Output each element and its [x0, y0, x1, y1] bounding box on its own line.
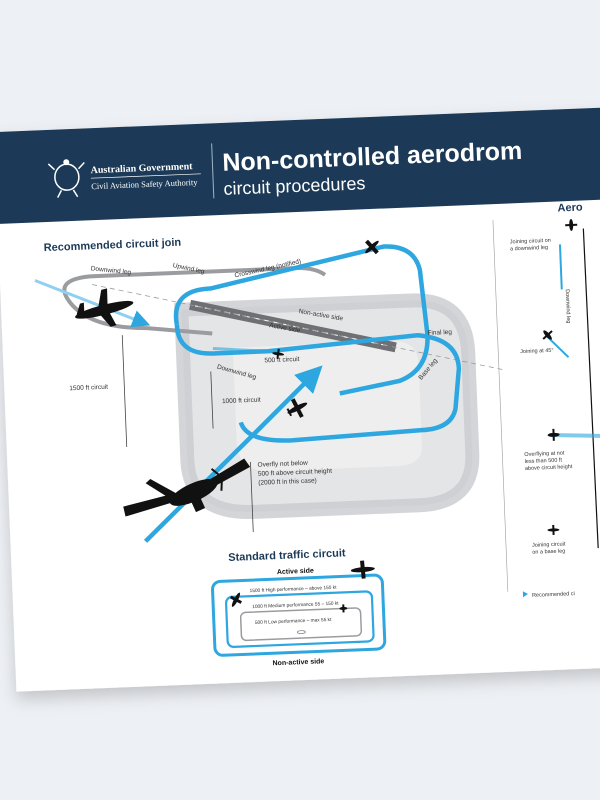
aircraft-join-icon — [286, 398, 308, 418]
label-overfly-3: (2000 ft in this case) — [258, 477, 317, 486]
large-aircraft-icon — [123, 458, 251, 517]
blue-circuit-lower — [174, 324, 462, 443]
rp-aircraft-1-icon — [565, 218, 578, 231]
join-path-grey-lower — [66, 298, 213, 336]
rp-aircraft-2-icon — [542, 330, 553, 340]
aircraft-low-icon — [339, 604, 348, 613]
join-path-grey — [62, 266, 327, 301]
height-1000-line — [210, 371, 214, 429]
standard-circuit-heading: Standard traffic circuit — [228, 547, 346, 564]
header-band — [0, 106, 600, 224]
label-1000: 1000 ft circuit — [222, 397, 261, 406]
row-1500: 1500 ft High performance – above 150 kt — [250, 585, 338, 595]
height-1500-line — [121, 335, 128, 448]
row-500: 500 ft Low performance – max 55 kt — [255, 617, 332, 626]
active-side-track — [212, 346, 269, 353]
aircraft-crosswind-icon — [365, 239, 379, 255]
header-divider — [90, 173, 201, 179]
label-final: Final leg — [427, 329, 452, 337]
coat-of-arms-icon — [47, 159, 85, 198]
rp-base-2: on a base leg — [532, 548, 565, 555]
runway-mini — [296, 630, 306, 635]
label-500: 500 ft circuit — [264, 356, 299, 364]
aircraft-small-icon — [272, 348, 285, 359]
rp-base-1: Joining circuit — [532, 541, 566, 548]
rp-overfly-1: Overflying at not — [524, 450, 565, 458]
rp-downwind-track — [558, 244, 563, 290]
legend-arrow-icon — [522, 591, 528, 598]
rp-aircraft-3-icon — [547, 428, 560, 441]
approach-arrow — [34, 279, 151, 328]
lower-circuit-inner — [232, 341, 422, 472]
rp-downwind-1: Joining circuit on — [510, 238, 551, 246]
circuit-500-box — [239, 607, 363, 642]
circuit-join-heading: Recommended circuit join — [43, 237, 181, 255]
right-panel-heading: Aero — [557, 201, 583, 214]
gov-line2: Civil Aviation Safety Authority — [91, 177, 198, 191]
rp-aircraft-4-icon — [547, 524, 560, 535]
gov-line1: Australian Government — [90, 161, 193, 176]
circuit-1000-box — [224, 590, 375, 648]
active-side-label: Active side — [277, 568, 314, 576]
legend-label: Recommended ci — [532, 591, 575, 599]
non-active-side-label: Non-active side — [272, 658, 324, 667]
label-1500: 1500 ft circuit — [69, 384, 108, 393]
rp-overfly-2: less than 500 ft — [525, 458, 563, 466]
circuit-1500-box — [211, 573, 387, 657]
poster-sheet: Australian Government Civil Aviation Saf… — [0, 106, 600, 692]
rp-join-45: Joining at 45° — [520, 348, 554, 355]
aircraft-medium-icon — [229, 592, 242, 607]
airliner-icon — [75, 288, 134, 327]
rp-downwind-2: a downwind leg — [510, 245, 548, 253]
aircraft-high-icon — [350, 560, 375, 579]
label-downwind: Downwind leg — [90, 265, 131, 276]
overfly-line — [250, 462, 254, 532]
label-overfly-1: Overfly not below — [257, 460, 308, 469]
rp-downwind-leg: Downwind leg — [564, 289, 571, 323]
rp-runway-line — [582, 228, 599, 549]
blue-circuit-upper — [173, 244, 430, 396]
label-overfly-2: 500 ft above circuit height — [258, 468, 332, 478]
row-1000: 1000 ft Medium performance 55 – 150 kt — [252, 601, 339, 610]
runway — [92, 284, 504, 371]
rp-overfly-3: above circuit height — [525, 464, 573, 472]
panel-divider — [492, 220, 509, 592]
header-separator — [211, 143, 215, 199]
